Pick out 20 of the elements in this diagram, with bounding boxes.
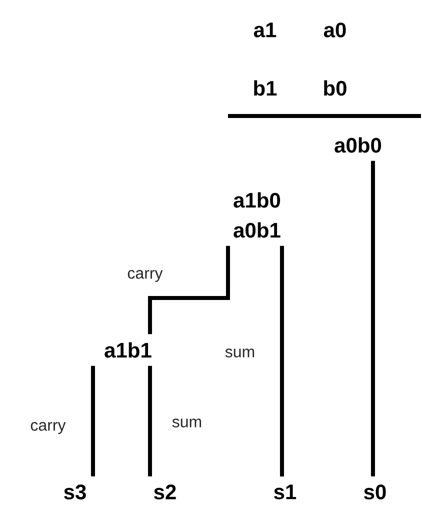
connector-line <box>280 246 284 476</box>
edge-label: carry <box>126 269 164 283</box>
connector-line <box>148 366 152 476</box>
output-label: s3 <box>64 484 86 500</box>
connector-line <box>91 366 95 476</box>
edge-label: sum <box>170 418 204 428</box>
output-label: s2 <box>154 484 176 500</box>
product-label: a1b1 <box>104 342 152 358</box>
product-label: a0b0 <box>334 137 382 153</box>
term-label: a1 <box>254 22 276 38</box>
connector-line <box>371 160 375 476</box>
output-label: s1 <box>274 484 296 500</box>
product-label: a1b0 a0b1 <box>234 192 280 238</box>
term-label: b1 <box>254 80 277 96</box>
edge-label: sum <box>224 348 256 358</box>
edge-label: carry <box>29 421 67 435</box>
connector-line <box>148 246 230 334</box>
output-label: s0 <box>364 484 386 500</box>
term-label: a0 <box>324 22 346 38</box>
term-label: b0 <box>324 80 346 96</box>
